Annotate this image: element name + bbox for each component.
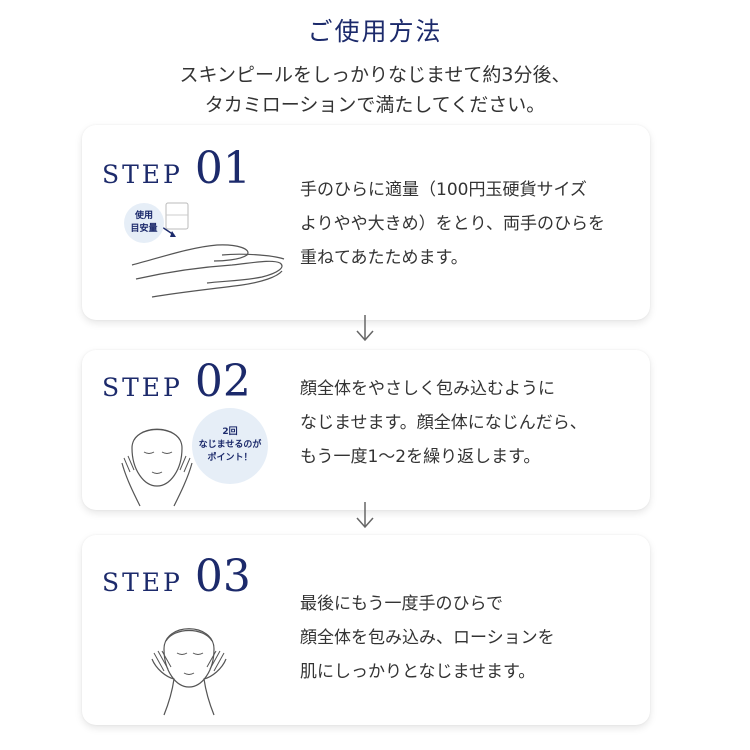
face-cover-illustration	[151, 628, 227, 716]
step-1-line-3: 重ねてあたためます。	[300, 248, 468, 268]
step-1-line-1: 手のひらに適量（100円玉硬貨サイズ	[300, 180, 587, 200]
amount-badge: 使用 目安量	[124, 203, 164, 243]
intro-line-2: タカミローションで満たしてください。	[204, 94, 546, 116]
step-description-1: 手のひらに適量（100円玉硬貨サイズ よりやや大きめ）をとり、両手のひらを 重ね…	[300, 173, 605, 275]
step-number: 03	[194, 551, 251, 602]
arrow-down-icon	[356, 502, 374, 529]
step-label-3: STEP 03	[102, 551, 251, 602]
point-badge: 2回 なじませるのが ポイント！	[192, 408, 268, 484]
step-label-2: STEP 02	[102, 356, 251, 407]
step-3-line-2: 顔全体を包み込み、ローションを	[300, 628, 555, 648]
step-word: STEP	[102, 160, 183, 189]
step-card-2: STEP 02 2回 なじませるのが ポイント！ 顔全体をやさしく包み込むように …	[82, 350, 650, 510]
step-description-3: 最後にもう一度手のひらで 顔全体を包み込み、ローションを 肌にしっかりとなじませ…	[300, 587, 555, 689]
face-massage-illustration	[121, 428, 193, 507]
step-3-line-3: 肌にしっかりとなじませます。	[300, 662, 536, 682]
step-2-line-2: なじませます。顔全体になじんだら、	[300, 413, 587, 433]
step-card-1: STEP 01 使用 目安量 手のひらに適量（100円玉硬貨サイズ よりやや大きめ…	[82, 125, 650, 320]
step-description-2: 顔全体をやさしく包み込むように なじませます。顔全体になじんだら、 もう一度1〜…	[300, 372, 587, 474]
intro-text: スキンピールをしっかりなじませて約3分後、 タカミローションで満たしてください。	[0, 60, 750, 120]
step-number: 02	[194, 356, 251, 407]
step-2-line-1: 顔全体をやさしく包み込むように	[300, 379, 555, 399]
step-2-line-3: もう一度1〜2を繰り返します。	[300, 447, 541, 467]
step-number: 01	[194, 143, 251, 194]
step-label-1: STEP 01	[102, 143, 251, 194]
step-word: STEP	[102, 568, 183, 597]
page-title: ご使用方法	[307, 17, 443, 46]
hands-amount-illustration	[131, 202, 285, 298]
intro-line-1: スキンピールをしっかりなじませて約3分後、	[179, 64, 571, 86]
step-1-line-2: よりやや大きめ）をとり、両手のひらを	[300, 214, 605, 234]
arrow-down-icon	[356, 315, 374, 342]
step-word: STEP	[102, 373, 183, 402]
step-card-3: STEP 03 最後にもう一度手のひらで 顔全体を包み込み、ローションを 肌にしっ…	[82, 535, 650, 725]
step-3-line-1: 最後にもう一度手のひらで	[300, 594, 503, 614]
